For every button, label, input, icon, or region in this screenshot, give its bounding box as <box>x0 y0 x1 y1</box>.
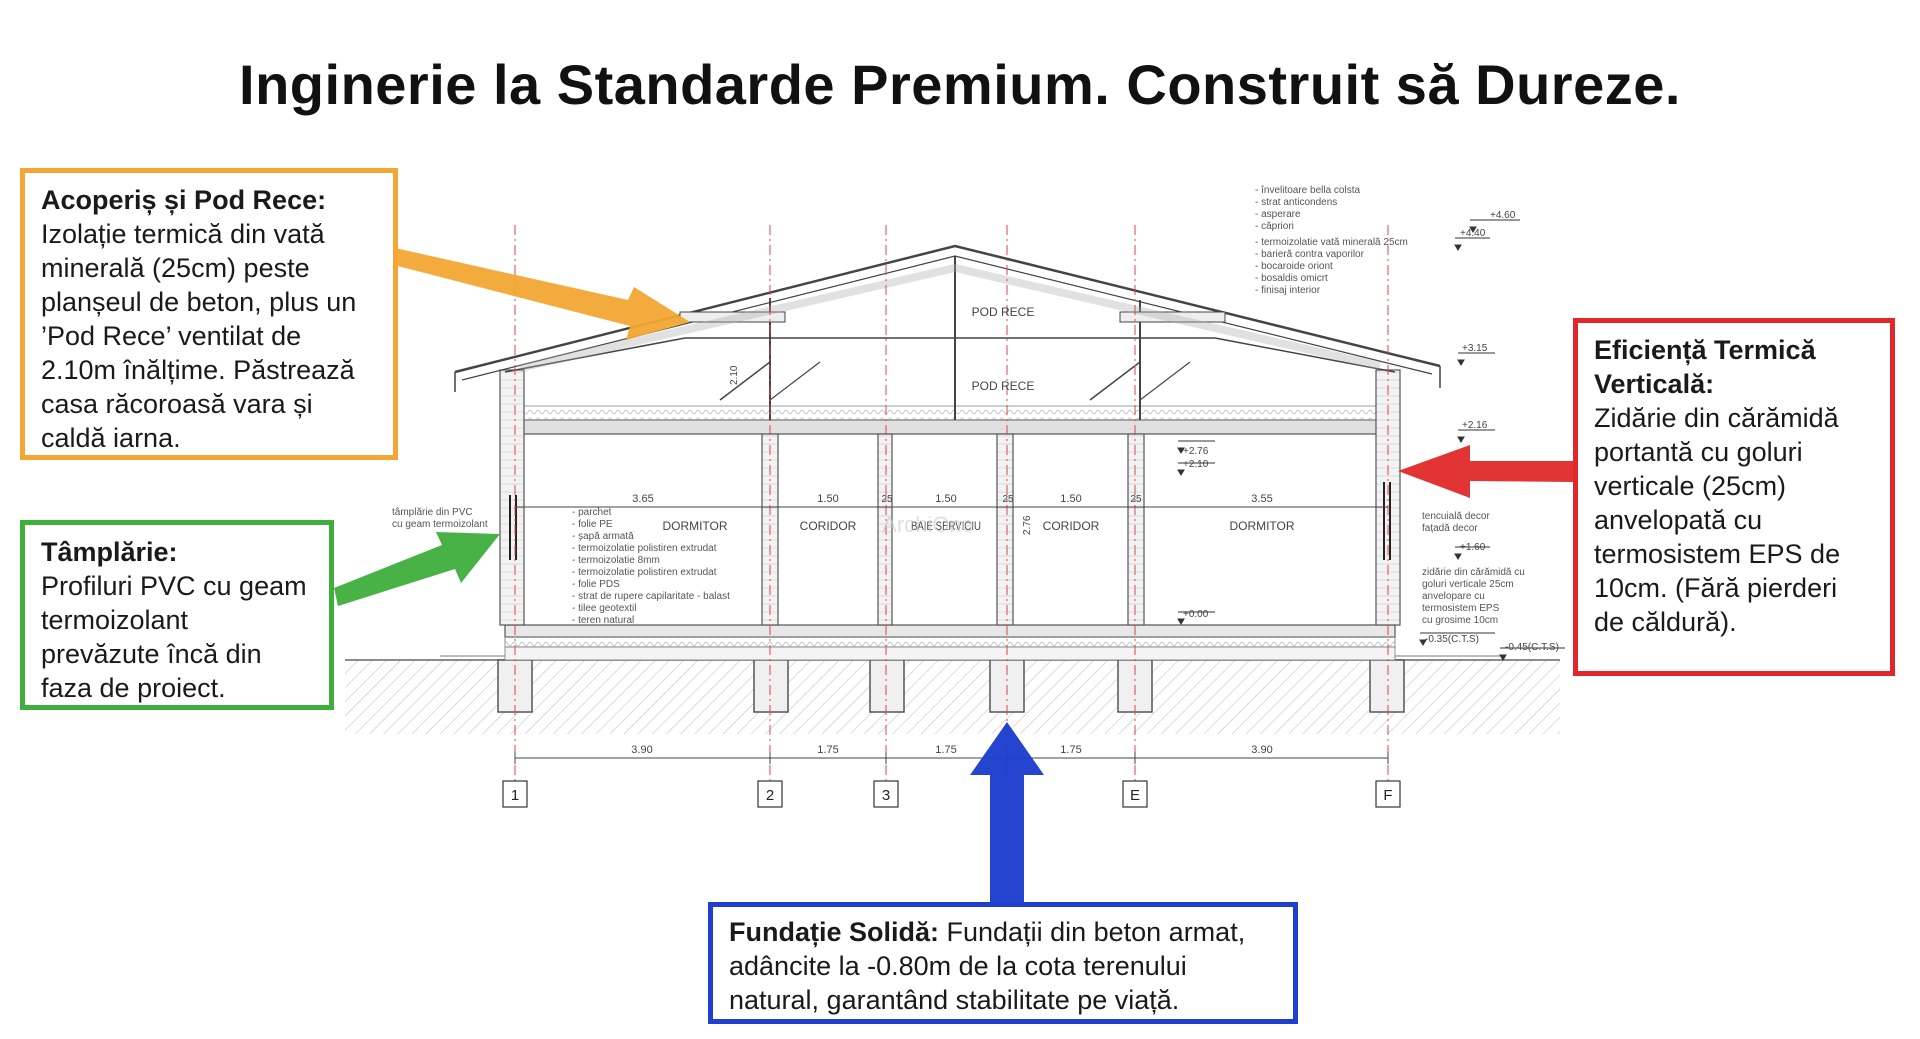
wall-width-3: 25 <box>1130 494 1142 505</box>
window-notes: tâmplărie din PVC cu geam termoizolant <box>392 507 488 530</box>
svg-text:goluri verticale 25cm: goluri verticale 25cm <box>1422 579 1514 590</box>
dim-bottom-4: 1.75 <box>1060 744 1081 756</box>
room-name-4: CORIDOR <box>1043 519 1100 533</box>
room-width-4: 1.50 <box>1060 493 1081 505</box>
svg-text:tencuială decor: tencuială decor <box>1422 511 1490 522</box>
svg-text:- termoizolatie 8mm: - termoizolatie 8mm <box>572 555 660 566</box>
callout-windows: Tâmplărie: Profiluri PVC cu geam termoiz… <box>20 520 334 710</box>
svg-text:- parchet: - parchet <box>572 507 612 518</box>
axis-label-3: 3 <box>882 787 890 804</box>
room-name-5: DORMITOR <box>1229 519 1294 533</box>
svg-text:cu geam termoizolant: cu geam termoizolant <box>392 519 488 530</box>
room-name-3: BAIE SERVICIU <box>911 519 981 533</box>
callout-roof: Acoperiș și Pod Rece: Izolație termică d… <box>20 168 398 460</box>
watermark: ArchiOne <box>882 512 974 537</box>
arrow-foundation <box>970 722 1044 902</box>
wall-width-1: 25 <box>881 494 893 505</box>
window-sections <box>509 482 1391 560</box>
callout-walls: Eficiență Termică Verticală: Zidărie din… <box>1573 318 1895 676</box>
svg-text:- finisaj interior: - finisaj interior <box>1255 285 1321 296</box>
svg-text:- șapă armată: - șapă armată <box>572 531 634 542</box>
callout-roof-body: Izolație termică din vată minerală (25cm… <box>41 219 357 453</box>
callout-roof-heading: Acoperiș și Pod Rece: <box>41 185 327 215</box>
svg-text:- teren natural: - teren natural <box>572 615 634 626</box>
axis-label-1: 1 <box>511 787 519 804</box>
elevation-markers <box>1177 219 1565 661</box>
floor-layer-notes: - parchet - folie PE - șapă armată - ter… <box>572 507 730 626</box>
svg-text:- strat anticondens: - strat anticondens <box>1255 197 1337 208</box>
elev-035: -0.35(C.T.S) <box>1425 634 1479 645</box>
roof-layer-notes: - învelitoare bella colsta - strat antic… <box>1255 185 1408 296</box>
svg-text:cu grosime 10cm: cu grosime 10cm <box>1422 615 1498 626</box>
arrow-windows <box>334 532 500 606</box>
svg-text:termosistem EPS: termosistem EPS <box>1422 603 1500 614</box>
floor-slab <box>440 624 1500 661</box>
elev-276: +2.76 <box>1183 446 1209 457</box>
walls <box>499 369 1401 626</box>
axis-boxes <box>502 780 1401 808</box>
arrow-roof <box>390 248 690 340</box>
callout-walls-body: Zidărie din cărămidă portantă cu goluri … <box>1594 403 1841 637</box>
callout-foundation-heading: Fundație Solidă: <box>729 917 940 947</box>
dim-bottom-2: 1.75 <box>817 744 838 756</box>
callout-windows-heading: Tâmplărie: <box>41 537 178 567</box>
elev-045: -0.45(C.T.S) <box>1505 642 1559 653</box>
svg-text:- termoizolatie polistiren ext: - termoizolatie polistiren extrudat <box>572 567 717 578</box>
grid-axes <box>514 225 1389 785</box>
svg-text:- folie PDS: - folie PDS <box>572 579 620 590</box>
callout-foundation: Fundație Solidă: Fundații din beton arma… <box>708 902 1298 1024</box>
attic-label-upper: POD RECE <box>972 305 1035 319</box>
elev-460: +4.60 <box>1490 210 1516 221</box>
svg-text:zidărie din cărămidă cu: zidărie din cărămidă cu <box>1422 567 1525 578</box>
svg-text:- termoizolatie vată minerală: - termoizolatie vată minerală 25cm <box>1255 237 1408 248</box>
svg-text:anvelopare cu: anvelopare cu <box>1422 591 1485 602</box>
room-width-3: 1.50 <box>935 493 956 505</box>
svg-text:- termoizolatie polistiren ext: - termoizolatie polistiren extrudat <box>572 543 717 554</box>
height-mark-210: 2.10 <box>729 365 740 385</box>
room-width-5: 3.55 <box>1251 493 1272 505</box>
svg-text:- strat de rupere capilaritate: - strat de rupere capilaritate - balast <box>572 591 730 602</box>
dim-bottom-3: 1.75 <box>935 744 956 756</box>
room-name-2: CORIDOR <box>800 519 857 533</box>
callout-walls-heading: Eficiență Termică Verticală: <box>1594 335 1816 399</box>
elev-315: +3.15 <box>1462 343 1488 354</box>
elev-160: +1.60 <box>1460 542 1486 553</box>
arrow-walls <box>1398 445 1575 498</box>
axis-label-e: E <box>1130 787 1140 804</box>
room-width-1: 3.65 <box>632 493 653 505</box>
callout-foundation-body: Fundații din beton armat, adâncite la -0… <box>729 917 1246 1015</box>
svg-text:- folie PE: - folie PE <box>572 519 613 530</box>
svg-text:tâmplărie din PVC: tâmplărie din PVC <box>392 507 473 518</box>
ground <box>345 659 1560 734</box>
roof <box>454 244 1441 420</box>
svg-text:- bocaroide oriont: - bocaroide oriont <box>1255 261 1333 272</box>
svg-text:- barieră contra vaporilor: - barieră contra vaporilor <box>1255 249 1365 260</box>
elev-210: +2.10 <box>1183 459 1209 470</box>
elev-000: +0.00 <box>1183 609 1209 620</box>
drawing-labels: POD RECE POD RECE 3.65 1.50 1.50 1.50 3.… <box>511 210 1559 804</box>
wall-width-2: 25 <box>1002 494 1014 505</box>
svg-text:- asperare: - asperare <box>1255 209 1301 220</box>
elev-440: +4.40 <box>1460 228 1486 239</box>
svg-text:- căpriori: - căpriori <box>1255 221 1294 232</box>
svg-text:- învelitoare bella colsta: - învelitoare bella colsta <box>1255 185 1360 196</box>
height-mark-276: 2.76 <box>1022 515 1033 535</box>
room-width-2: 1.50 <box>817 493 838 505</box>
room-name-1: DORMITOR <box>662 519 727 533</box>
dim-bottom-1: 3.90 <box>631 744 652 756</box>
ceiling-slab <box>504 405 1396 435</box>
svg-text:- tilee geotextil: - tilee geotextil <box>572 603 636 614</box>
dim-bottom-5: 3.90 <box>1251 744 1272 756</box>
page-title: Inginerie la Standarde Premium. Construi… <box>239 53 1681 116</box>
svg-text:fațadă decor: fațadă decor <box>1422 523 1478 534</box>
axis-label-2: 2 <box>766 787 774 804</box>
wall-notes: tencuială decor fațadă decor zidărie din… <box>1422 511 1525 626</box>
callout-windows-body: Profiluri PVC cu geam termoizolant prevă… <box>41 571 307 703</box>
callout-arrows <box>334 248 1575 902</box>
svg-text:- bosaldis omicrt: - bosaldis omicrt <box>1255 273 1328 284</box>
elev-216: +2.16 <box>1462 420 1488 431</box>
attic-label-lower: POD RECE <box>972 379 1035 393</box>
axis-label-f: F <box>1383 787 1392 804</box>
